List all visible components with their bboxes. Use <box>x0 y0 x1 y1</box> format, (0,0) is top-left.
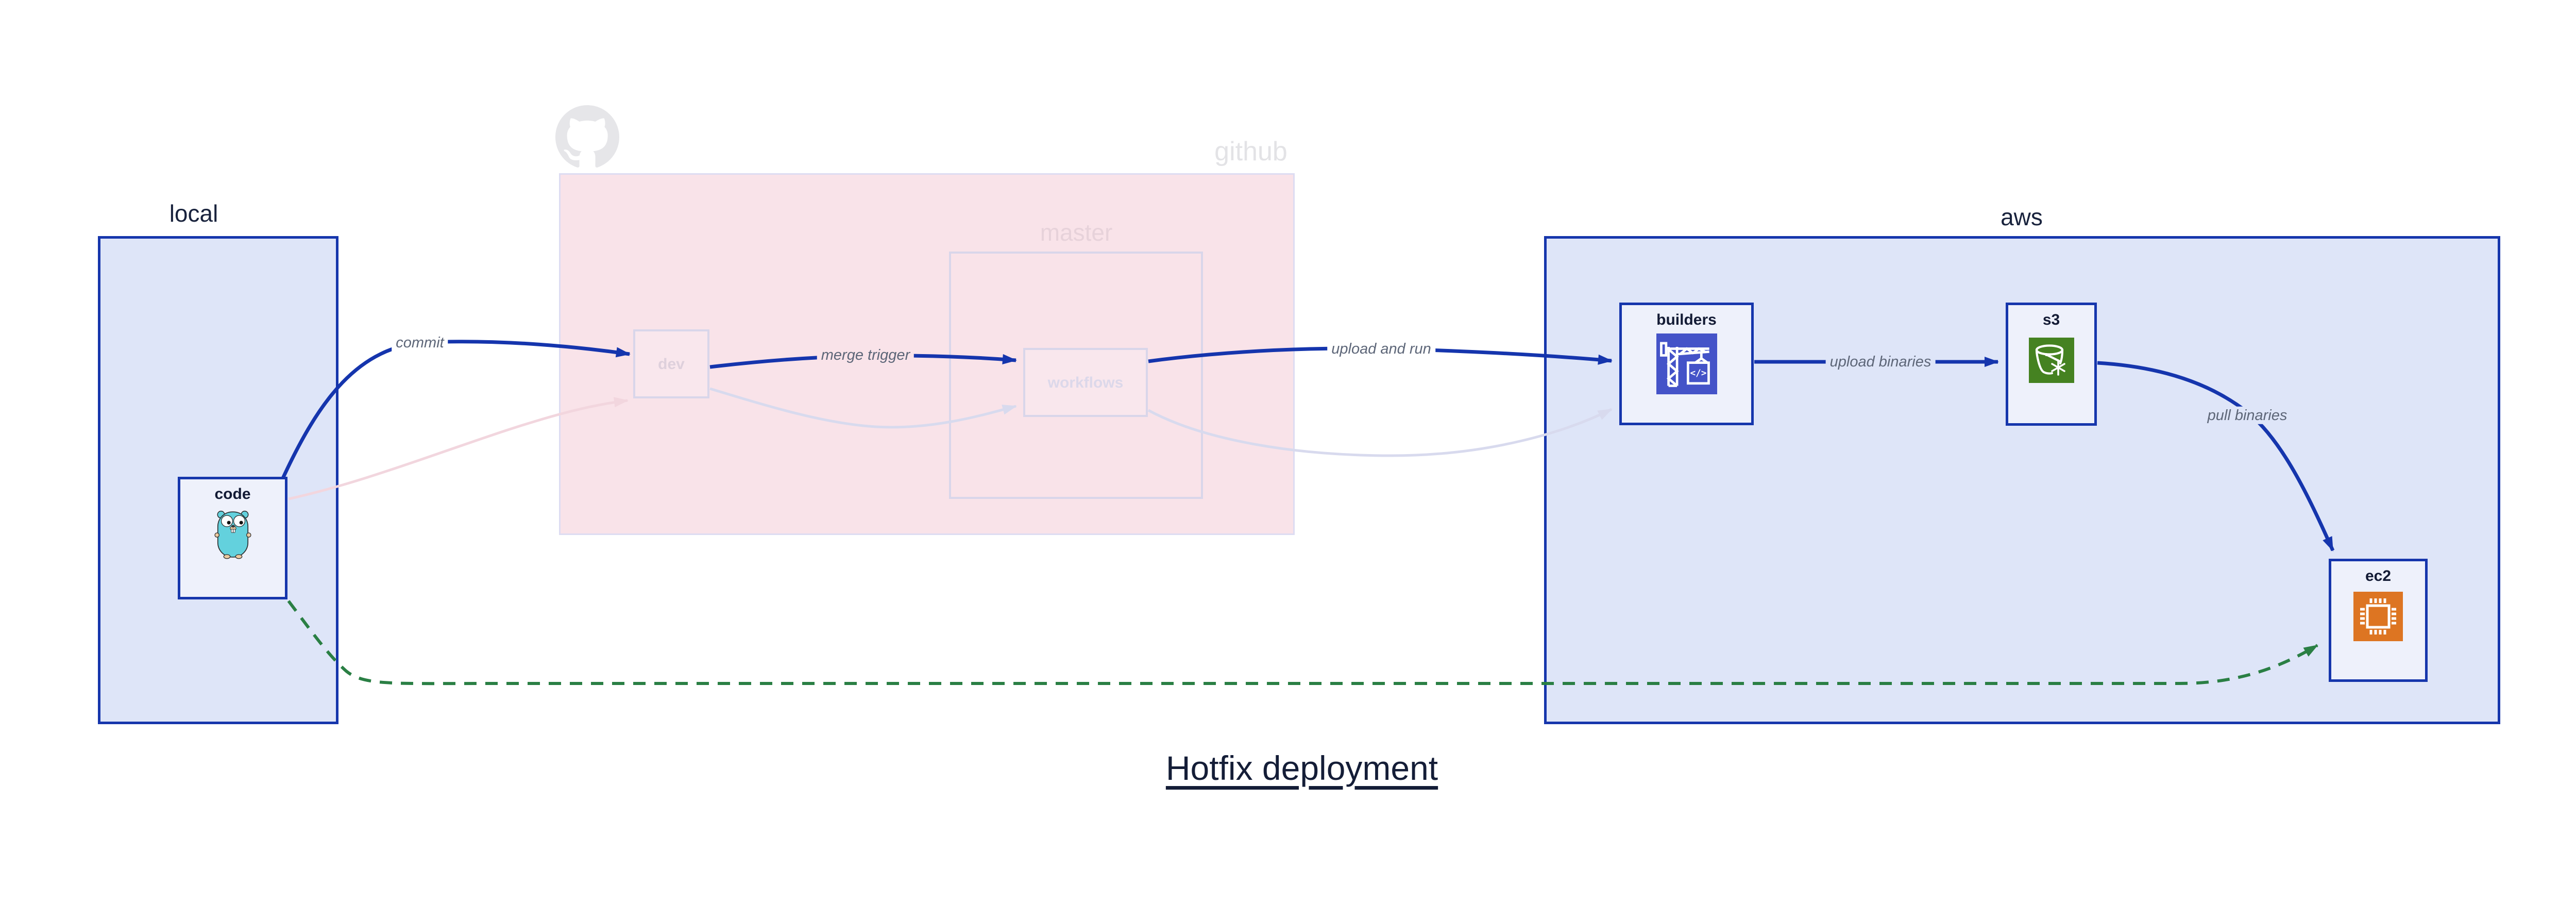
node-code-label: code <box>214 486 251 503</box>
node-ec2-label: ec2 <box>2365 567 2392 584</box>
node-workflows-label: workflows <box>1047 374 1124 391</box>
node-s3: s3 <box>2006 303 2097 426</box>
diagram-title: Hotfix deployment <box>1165 749 1438 787</box>
node-workflows: workflows <box>1023 348 1148 417</box>
node-ec2: ec2 <box>2329 559 2428 682</box>
github-region-label: github <box>1214 137 1287 166</box>
node-builders-label: builders <box>1656 311 1717 328</box>
local-region-label: local <box>169 200 218 227</box>
ec2-chip-icon <box>2353 592 2403 641</box>
edge-label-pull-binaries: pull binaries <box>2203 406 2292 425</box>
node-s3-label: s3 <box>2042 311 2060 328</box>
s3-bucket-snowflake-icon <box>2028 338 2074 383</box>
go-gopher-icon <box>214 510 251 559</box>
aws-region-label: aws <box>2001 204 2043 230</box>
master-branch-label: master <box>1040 219 1113 246</box>
svg-text:</>: </> <box>1690 369 1706 379</box>
edge-label-merge-trigger: merge trigger <box>817 346 914 364</box>
github-logo-icon <box>555 105 619 168</box>
edge-label-upload-and-run: upload and run <box>1327 340 1435 358</box>
master-branch-box <box>949 252 1203 499</box>
edge-label-commit: commit <box>392 333 448 352</box>
edge-label-upload-binaries: upload binaries <box>1825 353 1936 371</box>
node-builders: builders </> <box>1619 303 1754 425</box>
node-dev: dev <box>633 329 709 398</box>
node-dev-label: dev <box>658 355 685 373</box>
codebuild-crane-icon: </> <box>1656 333 1717 394</box>
node-code: code <box>178 477 287 599</box>
